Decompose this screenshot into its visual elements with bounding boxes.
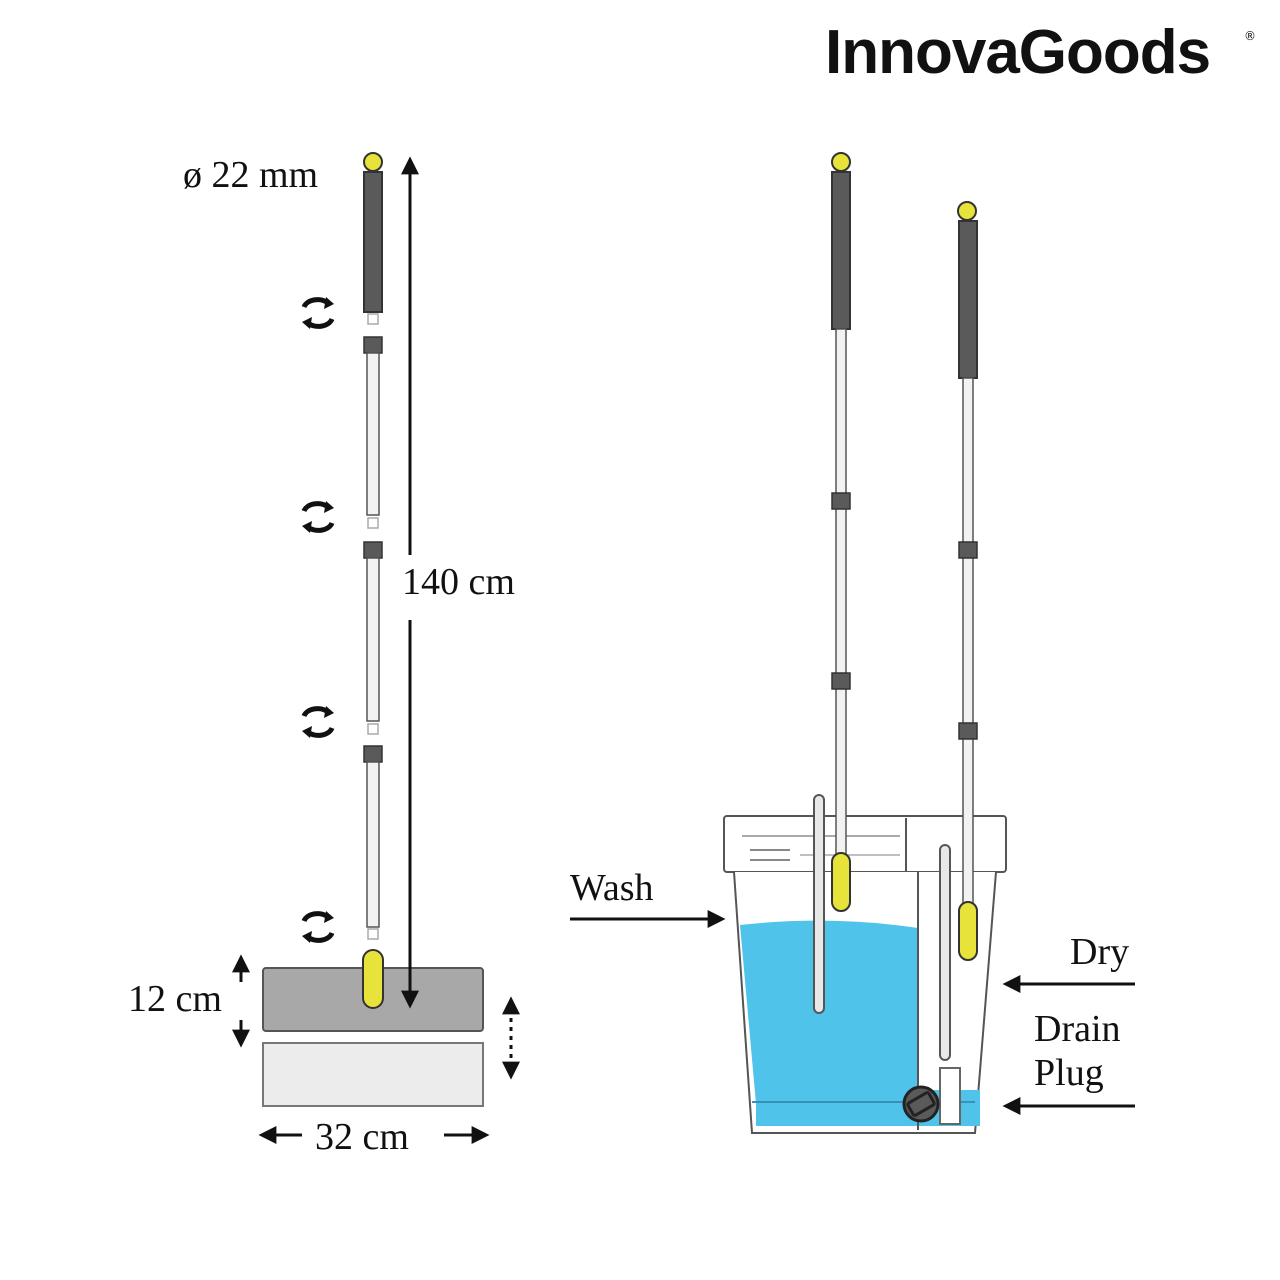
head-height-label: 12 cm (128, 978, 222, 1020)
wash-label: Wash (570, 867, 653, 909)
head-connector (831, 852, 851, 912)
drain-label-line1: Drain (1034, 1008, 1121, 1050)
drain-channel (939, 1067, 961, 1125)
head-connector (958, 901, 978, 961)
bucket-view: Wash Dry Drain Plug (570, 152, 1135, 1134)
pole (835, 328, 847, 858)
pole-connector (958, 541, 978, 559)
twist-lock-icon (301, 706, 335, 738)
pole (962, 377, 974, 906)
handle-grip (363, 171, 383, 313)
drain-label-line2: Plug (1034, 1052, 1104, 1094)
pole-connector (831, 492, 851, 510)
thread (367, 723, 379, 735)
thread (367, 313, 379, 325)
dry-roller (939, 844, 951, 1061)
handle-tip (957, 201, 977, 221)
pole-connector (363, 541, 383, 559)
twist-lock-icon (301, 501, 335, 533)
handle-grip (831, 171, 851, 330)
head-width-label: 32 cm (315, 1116, 409, 1158)
handle-tip (363, 152, 383, 172)
pole-connector (958, 722, 978, 740)
handle-grip (958, 220, 978, 379)
pole-segment (366, 557, 380, 722)
wash-roller (813, 794, 825, 1014)
mop-exploded-view: ø 22 mm 140 cm 12 cm 32 cm (128, 152, 520, 1158)
pole-connector (363, 336, 383, 354)
registered-mark: ® (1244, 29, 1256, 43)
brand-logo: InnovaGoods ® (825, 18, 1256, 87)
height-label: 140 cm (402, 561, 515, 603)
dry-label: Dry (1070, 931, 1129, 973)
twist-lock-icon (301, 297, 335, 329)
head-connector (362, 949, 384, 1009)
diameter-label: ø 22 mm (183, 154, 318, 196)
thread (367, 517, 379, 529)
wash-water (740, 920, 918, 1126)
pole-connector (363, 745, 383, 763)
thread (367, 928, 379, 940)
pole-segment (366, 761, 380, 928)
handle-tip (831, 152, 851, 172)
twist-lock-icon (301, 911, 335, 943)
pole-segment (366, 352, 380, 516)
sponge-pad (262, 1042, 484, 1107)
brand-name: InnovaGoods (825, 18, 1210, 87)
pole-connector (831, 672, 851, 690)
